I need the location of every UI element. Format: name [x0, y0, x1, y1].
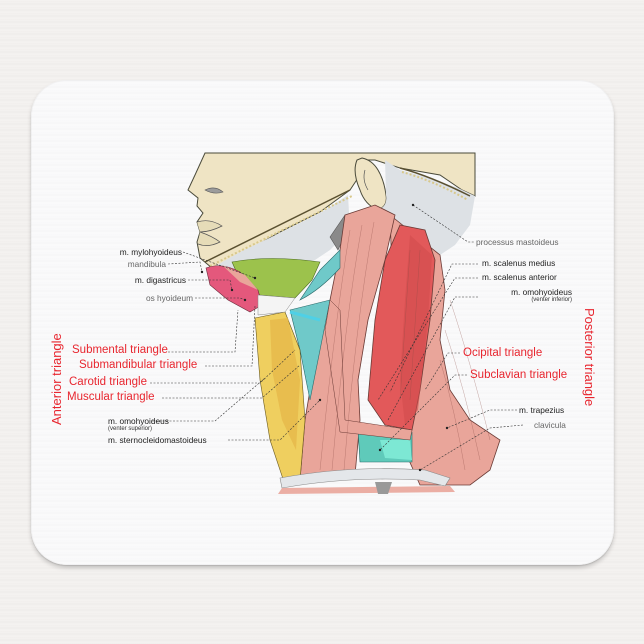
label-submandibular-triangle: Submandibular triangle	[79, 359, 198, 371]
label-os-hyoideum: os hyoideum	[145, 293, 193, 303]
label-muscular-triangle: Muscular triangle	[67, 391, 155, 403]
label-scalenus-anterior: m. scalenus anterior	[482, 272, 557, 282]
label-submental-triangle: Submental triangle	[72, 344, 168, 356]
label-anterior-triangle: Anterior triangle	[49, 333, 64, 425]
label-sternocleidomastoideus: m. sternocleidomastoideus	[108, 435, 207, 445]
label-subclavian-triangle: Subclavian triangle	[470, 369, 568, 381]
label-clavicula: clavicula	[534, 420, 566, 430]
label-mylohyoideus: m. mylohyoideus	[119, 247, 182, 257]
label-trapezius: m. trapezius	[519, 405, 565, 415]
label-omohyoideus-superior: m. omohyoideus (venter superior)	[108, 416, 169, 433]
label-digastricus: m. digastricus	[134, 275, 186, 285]
label-scalenus-medius: m. scalenus medius	[482, 258, 556, 268]
label-mandibula: mandibula	[127, 259, 166, 269]
label-omohyoideus-inferior: m. omohyoideus (venter inferior)	[511, 287, 572, 304]
label-processus-mastoideus: processus mastoideus	[476, 237, 559, 247]
label-carotid-triangle: Carotid triangle	[69, 376, 147, 388]
label-occipital-triangle: Ocipital triangle	[463, 347, 543, 359]
label-posterior-triangle: Posterior triangle	[582, 308, 597, 407]
